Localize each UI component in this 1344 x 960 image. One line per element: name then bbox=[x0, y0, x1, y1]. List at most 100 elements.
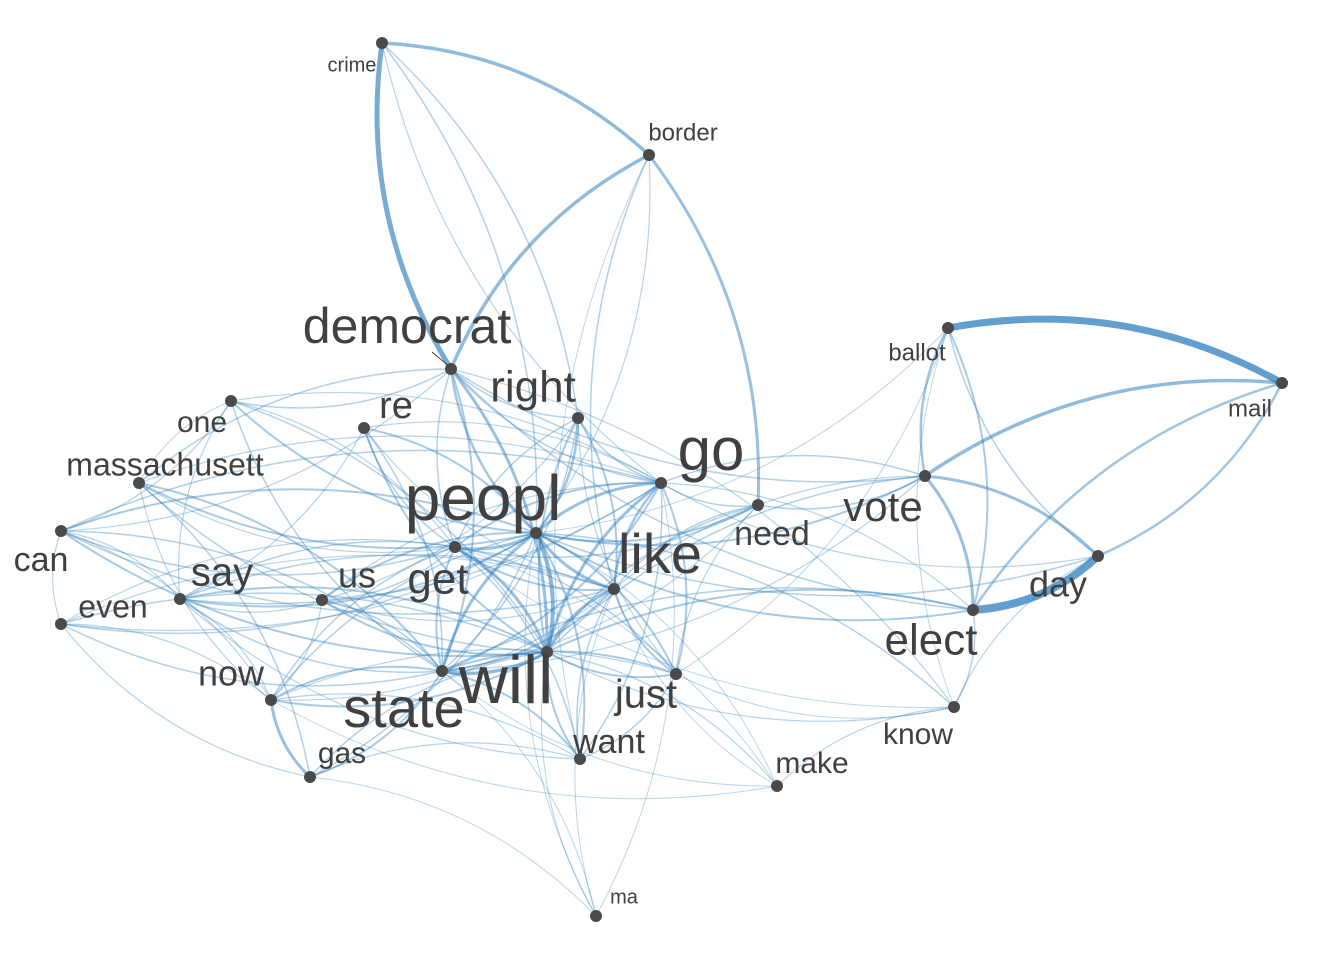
edge-peopl-now bbox=[270, 532, 537, 701]
edge-right-peopl bbox=[534, 416, 580, 535]
edge-border-like bbox=[589, 154, 650, 590]
label-like: like bbox=[618, 522, 702, 585]
node-know bbox=[948, 701, 960, 713]
edge-make-now bbox=[270, 699, 778, 800]
edge-re-get bbox=[363, 427, 456, 548]
edge-massachusett-now bbox=[138, 482, 272, 701]
node-day bbox=[1092, 550, 1104, 562]
edge-crime-right bbox=[381, 42, 579, 419]
edge-state-now bbox=[270, 665, 443, 701]
node-make bbox=[771, 780, 783, 792]
label-now: now bbox=[198, 653, 265, 694]
edge-us-state bbox=[321, 599, 443, 672]
edge-make-state bbox=[441, 670, 778, 787]
edge-ma-gas bbox=[309, 776, 597, 917]
label-right: right bbox=[490, 363, 576, 412]
node-just bbox=[670, 668, 682, 680]
edge-crime-democrat bbox=[374, 40, 454, 372]
edge-re-go bbox=[363, 421, 662, 484]
label-border: border bbox=[648, 119, 717, 146]
node-go bbox=[655, 477, 667, 489]
edge-even-get bbox=[60, 539, 456, 625]
edge-like-will bbox=[545, 587, 616, 654]
edge-crime-border bbox=[380, 41, 651, 157]
node-will bbox=[541, 646, 553, 658]
edge-ballot-just bbox=[675, 327, 949, 675]
edge-peopl-go bbox=[534, 481, 663, 535]
edge-border-peopl bbox=[535, 154, 651, 534]
edge-democrat-go bbox=[450, 368, 662, 484]
edge-get-like bbox=[454, 546, 615, 592]
edge-even-now bbox=[60, 623, 272, 701]
edge-just-now bbox=[270, 648, 677, 701]
label-layer: crimeborderdemocratrightreonemassachuset… bbox=[14, 54, 1272, 908]
label-go: go bbox=[678, 416, 745, 483]
edge-peopl-state bbox=[440, 531, 538, 673]
edge-make-like bbox=[613, 588, 778, 787]
node-want bbox=[574, 753, 586, 765]
edge-go-want bbox=[579, 482, 663, 760]
node-gas bbox=[304, 771, 316, 783]
edge-us-go bbox=[321, 482, 662, 601]
edge-border-need bbox=[647, 153, 761, 507]
label-get: get bbox=[407, 555, 468, 604]
edge-can-like bbox=[60, 530, 615, 615]
edge-get-go bbox=[454, 481, 662, 548]
node-right bbox=[572, 412, 584, 424]
node-get bbox=[449, 541, 461, 553]
node-ballot bbox=[942, 322, 954, 334]
edge-go-just bbox=[660, 482, 688, 675]
edge-say-peopl bbox=[179, 532, 537, 608]
edge-right-get bbox=[454, 417, 579, 548]
edge-want-gas bbox=[309, 742, 581, 778]
democrat-leader-line bbox=[431, 351, 451, 368]
edge-right-us bbox=[321, 417, 579, 601]
edge-right-state bbox=[441, 417, 579, 672]
edge-know-just bbox=[675, 673, 955, 719]
edge-get-just bbox=[454, 546, 677, 675]
node-border bbox=[643, 149, 655, 161]
node-state bbox=[436, 665, 448, 677]
edge-elect-democrat bbox=[450, 368, 974, 611]
edge-re-say bbox=[179, 427, 365, 600]
label-ballot: ballot bbox=[888, 339, 946, 366]
label-just: just bbox=[614, 673, 677, 717]
edge-massachusett-will bbox=[138, 482, 548, 653]
edge-go-state bbox=[441, 482, 662, 672]
edge-peopl-will bbox=[534, 531, 555, 654]
node-crime bbox=[376, 37, 388, 49]
edge-will-want bbox=[545, 651, 581, 760]
edge-elect-will bbox=[546, 588, 974, 653]
edge-get-state bbox=[435, 546, 456, 672]
label-can: can bbox=[14, 541, 69, 579]
node-elect bbox=[967, 604, 979, 616]
label-us: us bbox=[338, 555, 376, 596]
edge-can-get bbox=[60, 530, 456, 576]
edge-border-want bbox=[554, 154, 650, 760]
node-like bbox=[608, 583, 620, 595]
edge-know-make bbox=[776, 706, 955, 787]
node-need bbox=[752, 499, 764, 511]
edge-even-go bbox=[60, 482, 662, 632]
edge-vote-need bbox=[757, 475, 926, 510]
edge-know-get bbox=[454, 546, 955, 709]
edge-get-now bbox=[270, 546, 456, 701]
node-mail bbox=[1276, 377, 1288, 389]
edge-massachusett-state bbox=[138, 482, 443, 672]
edge-ma-go bbox=[595, 482, 675, 917]
edge-ballot-peopl bbox=[535, 327, 949, 534]
edge-now-want bbox=[270, 693, 581, 760]
edge-just-state bbox=[441, 650, 677, 675]
edge-ballot-day bbox=[947, 327, 1099, 557]
edge-border-democrat bbox=[449, 153, 651, 371]
label-crime: crime bbox=[328, 54, 377, 76]
node-us bbox=[316, 594, 328, 606]
edge-ma-like bbox=[574, 588, 615, 917]
edge-day-vote bbox=[923, 474, 1100, 558]
edge-democrat-one bbox=[230, 368, 452, 409]
node-ma bbox=[590, 910, 602, 922]
edge-day-elect bbox=[969, 552, 1102, 614]
edge-democrat-peopl bbox=[449, 367, 538, 535]
edge-know-democrat bbox=[450, 368, 955, 708]
